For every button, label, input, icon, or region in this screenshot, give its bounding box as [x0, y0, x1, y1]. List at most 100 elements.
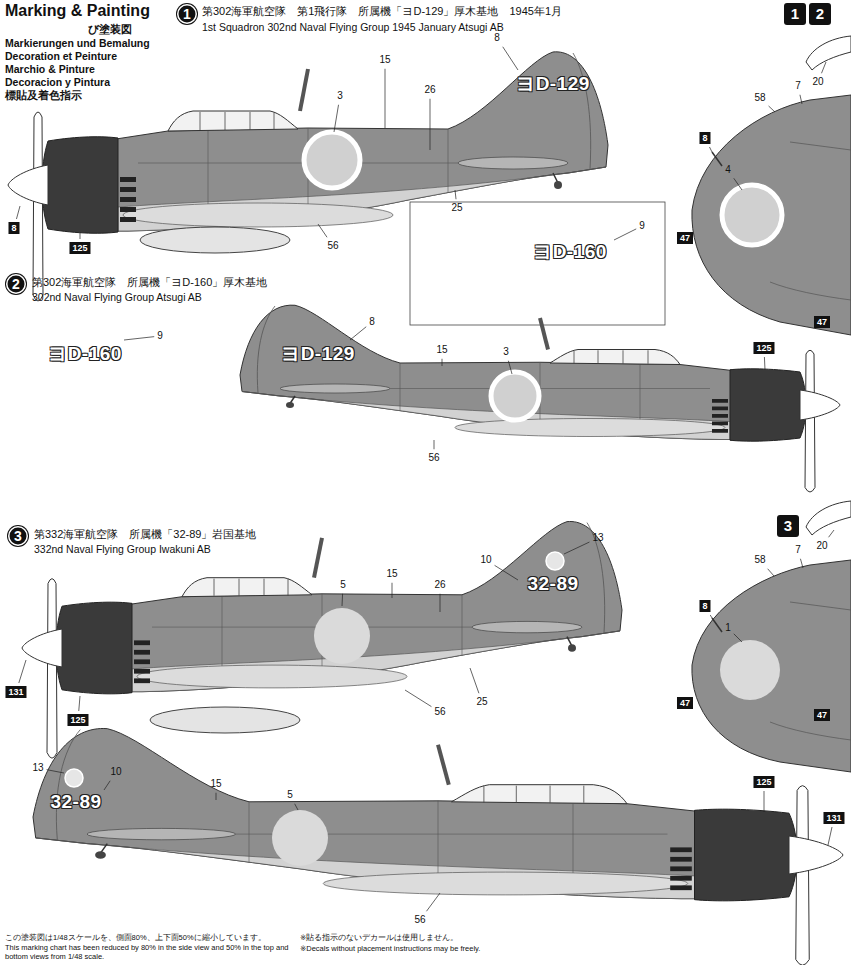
leader-line — [508, 361, 512, 374]
exhaust-stack — [670, 885, 692, 890]
callout-number: 7 — [795, 544, 801, 556]
decal-box: 47 — [677, 232, 693, 244]
decal-box: 125 — [67, 714, 88, 726]
leader-line — [392, 583, 393, 598]
exhaust-stack — [670, 866, 692, 871]
decal-box: 125 — [69, 242, 90, 254]
fuselage — [240, 305, 732, 439]
leader-line — [434, 440, 435, 449]
callout-number: 9 — [157, 330, 163, 342]
footnote: ※貼る指示のないデカールは使用しません。 — [300, 934, 458, 943]
callout-number: 56 — [428, 452, 439, 464]
canopy-frame — [250, 112, 251, 130]
canopy-frame — [648, 350, 649, 364]
canopy — [182, 578, 312, 597]
propeller-blade — [805, 350, 815, 492]
canopy-frame — [598, 350, 599, 364]
scheme-heading: 第302海軍航空隊 所属機「ヨD-160」厚木基地 — [32, 276, 267, 289]
callout-number: 20 — [812, 76, 823, 88]
stabilizer — [280, 384, 390, 393]
canopy-frame — [574, 350, 575, 364]
leader-line — [800, 559, 803, 568]
hinomaru — [304, 132, 360, 188]
canopy-frame — [264, 579, 265, 596]
underside — [36, 838, 695, 899]
underside — [242, 392, 730, 440]
scheme-number: 2 — [6, 274, 26, 294]
canopy — [168, 111, 298, 131]
exhaust-stack — [712, 399, 728, 403]
hinomaru — [314, 608, 370, 664]
canopy-frame — [288, 579, 289, 596]
leader-line — [828, 827, 832, 845]
tail-code: 32-89 — [527, 573, 578, 595]
subtitle-text: Decoration et Peinture — [5, 50, 117, 62]
leader-line — [503, 47, 518, 70]
scheme-number: 3 — [8, 526, 28, 546]
canopy — [452, 785, 628, 804]
exhaust-stack — [120, 177, 136, 182]
leader-line — [318, 224, 327, 237]
leader-line — [614, 229, 636, 240]
aircraft-profile — [33, 728, 843, 965]
aircraft-profile — [8, 52, 608, 301]
decal-box: 131 — [5, 686, 26, 698]
spinner — [789, 836, 843, 874]
stabilizer — [87, 828, 236, 839]
callout-number: 5 — [340, 579, 346, 591]
canopy-frame — [214, 579, 215, 596]
leader-line — [734, 634, 742, 642]
decal-box: 47 — [814, 316, 830, 328]
cowling — [695, 809, 798, 901]
scheme-number: 2 — [809, 3, 831, 25]
canopy-frame — [274, 112, 275, 130]
leader-line — [768, 569, 774, 576]
exhaust-stack — [120, 207, 136, 212]
drop-tank — [150, 707, 300, 733]
footnote: この塗装図は1/48スケールを、側面80%、上下面50%に縮小しています。 — [5, 934, 266, 943]
callout-number: 15 — [386, 568, 397, 580]
leader-line — [455, 190, 456, 199]
callout-number: 3 — [503, 346, 509, 358]
wing-fairing — [123, 203, 393, 227]
callout-number: 10 — [480, 554, 491, 566]
subtitle-text: Marchio & Pinture — [5, 63, 95, 75]
callout-number: 10 — [110, 766, 121, 778]
leader-line — [769, 106, 775, 112]
antenna-mast — [300, 69, 308, 111]
exhaust-stack — [670, 857, 692, 862]
callout-number: 5 — [287, 789, 293, 801]
leader-line — [764, 357, 766, 370]
callout-number: 13 — [32, 762, 43, 774]
leader-line — [710, 615, 712, 618]
callout-number: 20 — [816, 540, 827, 552]
leader-line — [470, 668, 479, 693]
exhaust-stack — [712, 429, 728, 433]
exhaust-stack — [670, 847, 692, 852]
leader-line — [342, 594, 344, 606]
callout-number: 26 — [424, 84, 435, 96]
callout-number: 25 — [451, 202, 462, 214]
tailwheel — [568, 644, 576, 652]
leader-line — [334, 105, 339, 132]
inset-frame — [410, 202, 665, 325]
footnote: ※Decals without placement instructions m… — [300, 945, 480, 954]
tailwheel — [286, 402, 294, 408]
antenna-mast — [314, 538, 322, 578]
callout-number: 58 — [754, 554, 765, 566]
leader-line — [216, 793, 217, 800]
exhaust-stack — [120, 187, 136, 192]
leader-line — [564, 542, 589, 554]
decal-box: 47 — [677, 697, 693, 709]
callout-number: 4 — [725, 164, 731, 176]
footnote: This marking chart has been reduced by 8… — [5, 944, 290, 961]
leader-line — [47, 770, 64, 773]
callout-number: 7 — [795, 80, 801, 92]
fuselage — [33, 728, 697, 898]
leader-line — [79, 696, 80, 711]
hinomaru — [722, 185, 782, 245]
canopy-frame — [583, 786, 584, 803]
canopy-frame — [516, 786, 517, 803]
